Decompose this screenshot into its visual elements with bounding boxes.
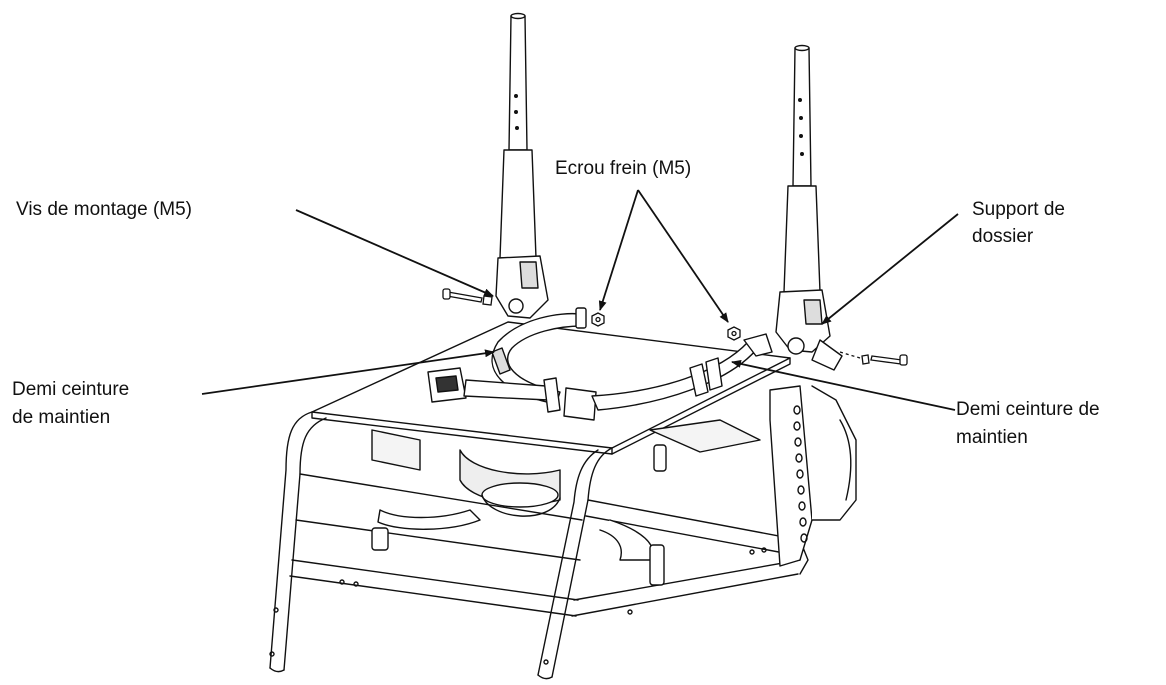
label-backrest-support-line1: Support de — [972, 199, 1065, 220]
leader-mounting-screw — [295, 209, 494, 297]
backrest-posts — [495, 12, 843, 371]
belt-assembly — [427, 307, 773, 421]
leader-backrest-support — [821, 213, 959, 325]
label-half-belt-right-line2: maintien — [956, 427, 1028, 448]
leader-lock-nut-left — [598, 189, 639, 311]
fasteners — [442, 288, 908, 366]
right-lock-nut — [727, 326, 741, 341]
label-mounting-screw: Vis de montage (M5) — [16, 199, 193, 220]
label-half-belt-left-line1: Demi ceinture — [12, 379, 130, 400]
leader-half-belt-left — [201, 349, 495, 395]
left-mounting-screw — [442, 288, 493, 306]
label-lock-nut: Ecrou frein (M5) — [555, 158, 692, 179]
label-half-belt-right-line1: Demi ceinture de — [956, 399, 1100, 420]
leader-lock-nut-right — [637, 189, 729, 323]
seat-frame — [269, 321, 857, 680]
left-lock-nut — [591, 312, 605, 327]
label-backrest-support-line2: dossier — [972, 226, 1034, 247]
right-mounting-screw — [861, 354, 908, 366]
leader-half-belt-right — [731, 359, 956, 411]
label-half-belt-left-line2: de maintien — [12, 407, 111, 428]
leader-lines — [201, 189, 959, 411]
